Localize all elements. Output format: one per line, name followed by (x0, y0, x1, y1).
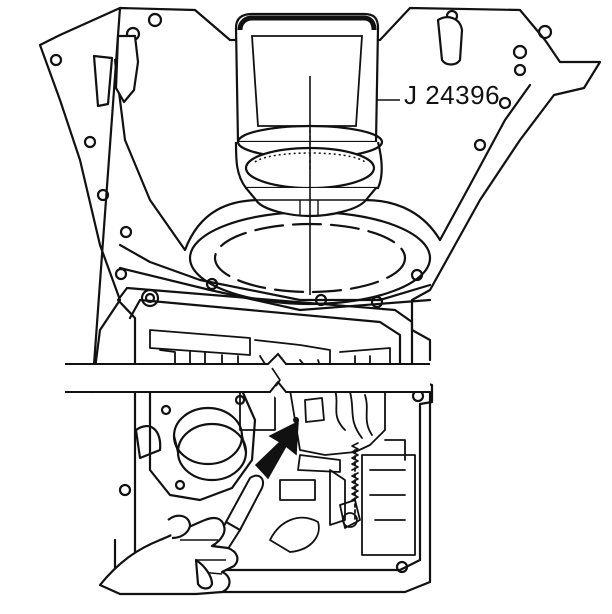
screwdriver-icon (212, 474, 264, 554)
cover-bolt (140, 288, 160, 308)
case-cover-inner (128, 298, 402, 372)
dowel-right (436, 16, 464, 66)
dowel-left-2 (92, 54, 114, 108)
bolt-holes (49, 9, 553, 579)
check-spring (351, 442, 359, 501)
filter-boss (134, 380, 257, 502)
tool-j24396 (234, 12, 384, 218)
flange-edge (118, 243, 432, 302)
check-ball-location (293, 417, 299, 423)
break-line (65, 352, 430, 402)
dowel-left (114, 34, 140, 104)
hand-icon (98, 514, 239, 596)
tool-callout-label: J 24396 (404, 80, 501, 110)
arrow-icon (254, 420, 299, 480)
